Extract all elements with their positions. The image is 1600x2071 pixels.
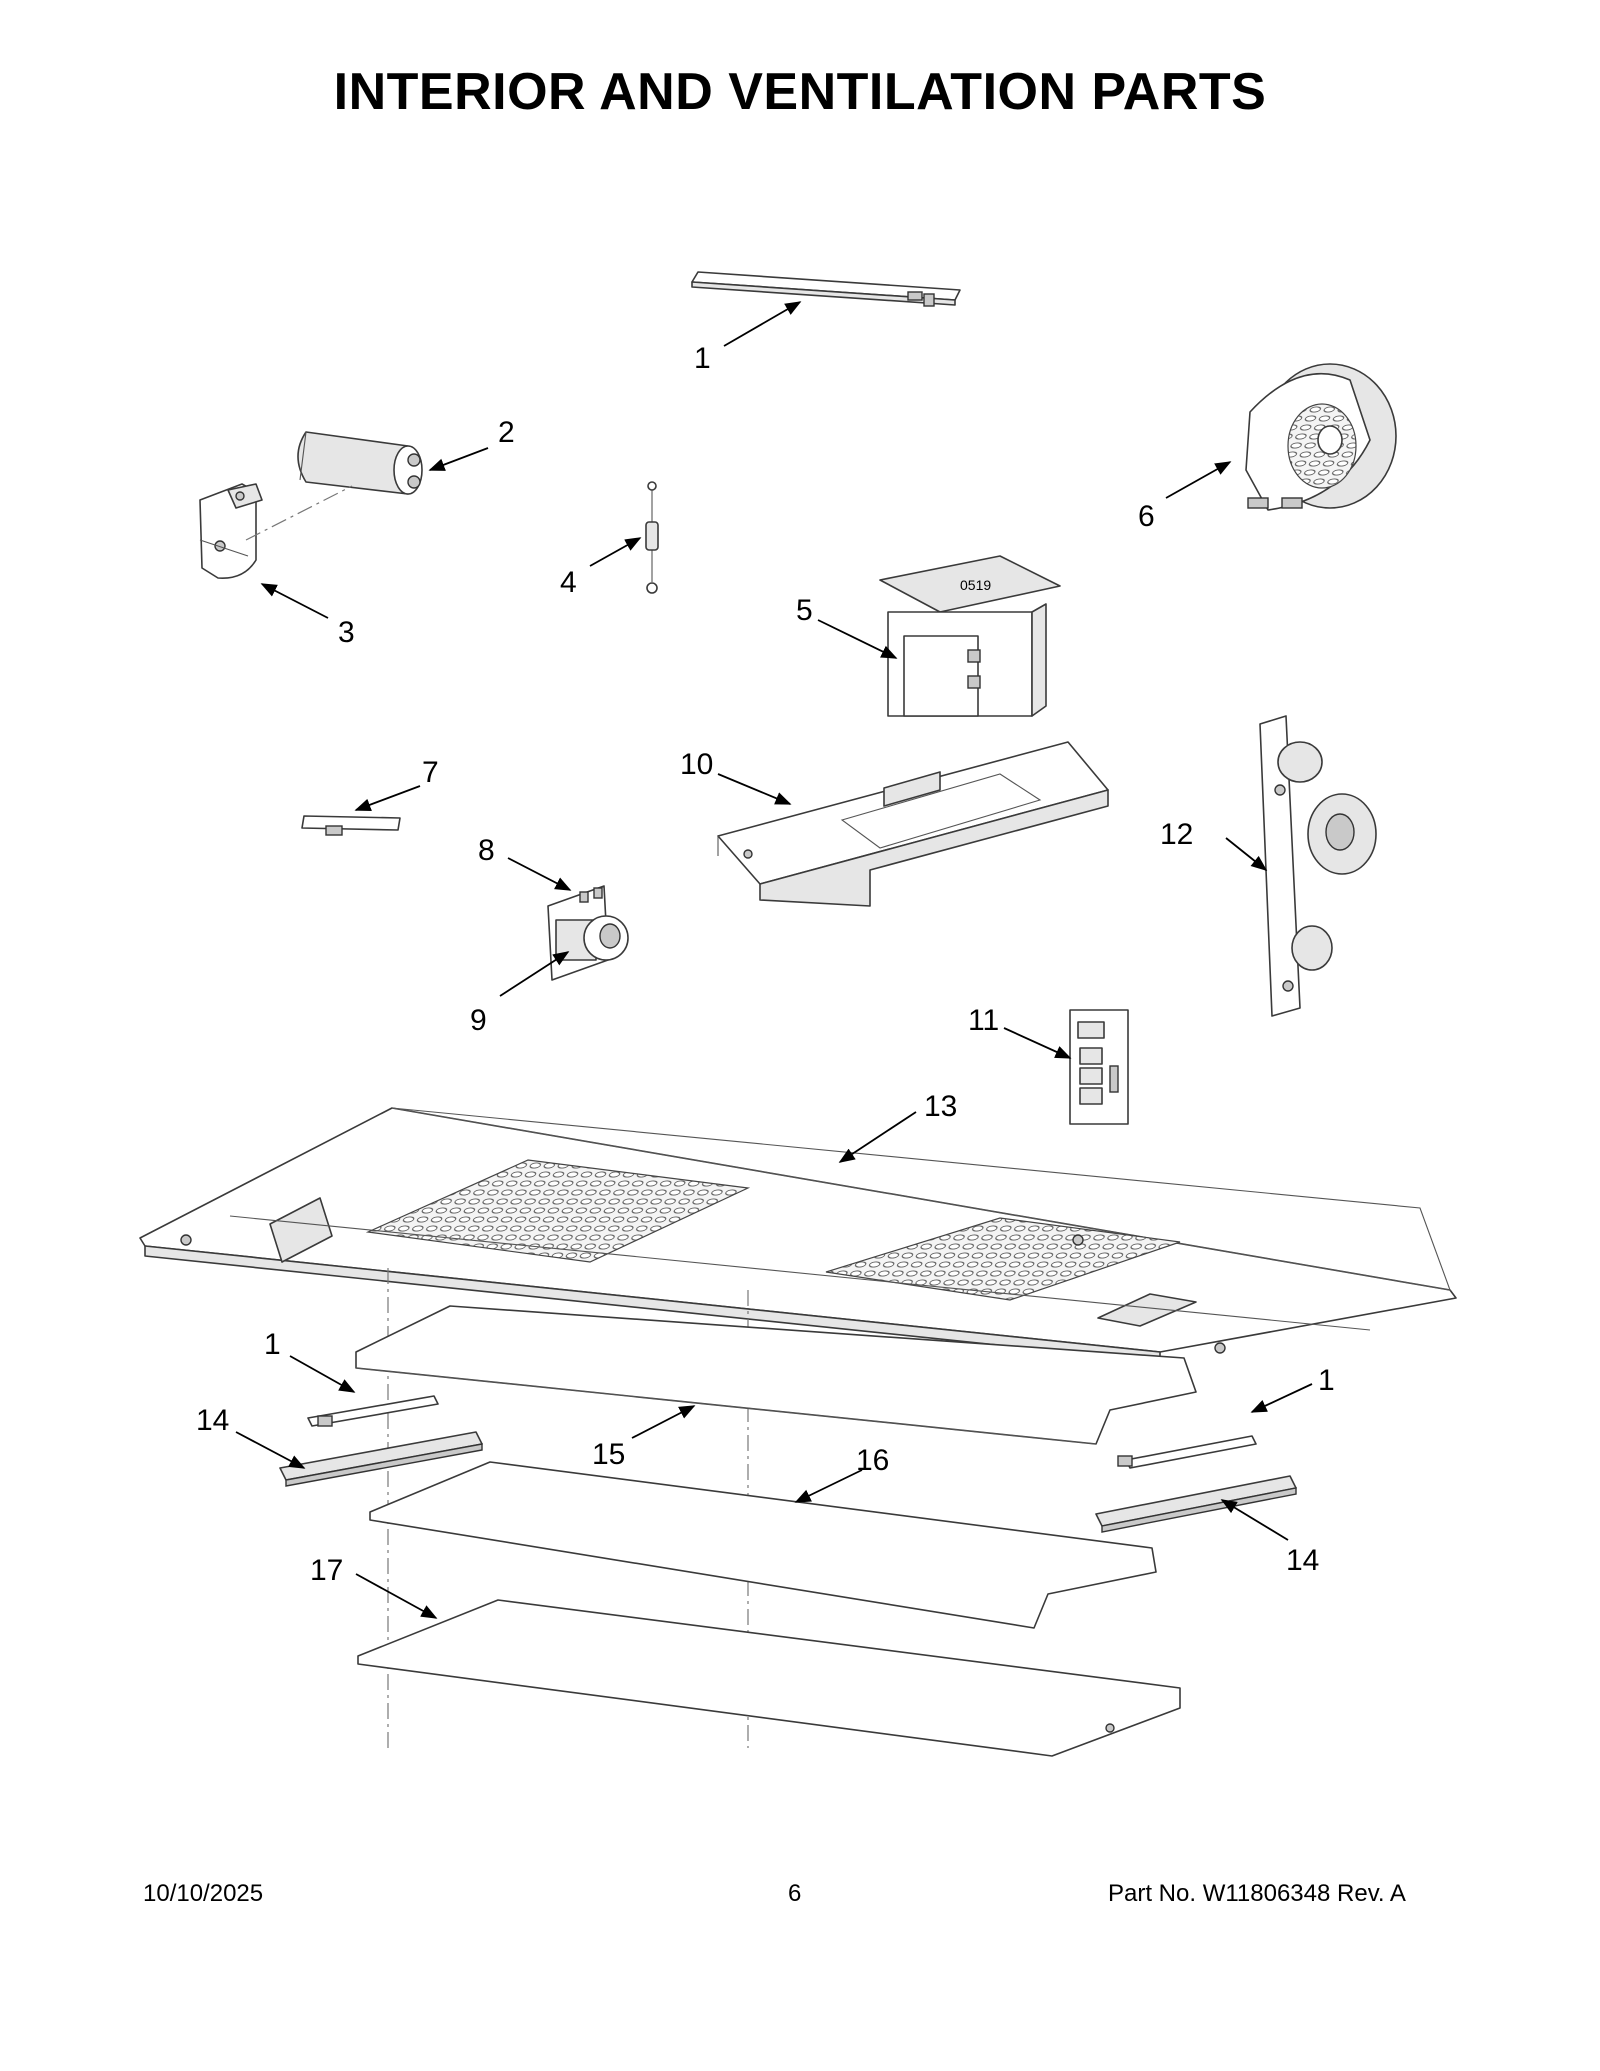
part-14-right-plate — [1095, 1475, 1297, 1533]
part-6-blower — [1245, 363, 1397, 511]
callout-16: 16 — [856, 1444, 889, 1477]
callout-8: 8 — [478, 834, 495, 867]
part-3-bracket — [199, 483, 353, 579]
callout-10: 10 — [680, 748, 713, 781]
part-17-sheet — [357, 1599, 1181, 1757]
callout-labels: 1 2 3 4 5 6 7 8 9 10 11 12 13 1 14 15 16… — [196, 342, 1335, 1587]
callout-6: 6 — [1138, 500, 1155, 533]
callout-3: 3 — [338, 616, 355, 649]
callout-1-top: 1 — [694, 342, 711, 375]
footer-page-number: 6 — [788, 1880, 802, 1907]
part-1-right-strip — [1117, 1435, 1257, 1469]
svg-text:0519: 0519 — [960, 577, 991, 593]
part-7-sensor — [301, 815, 401, 836]
part-13-frame — [139, 1107, 1457, 1748]
callout-5: 5 — [796, 594, 813, 627]
callout-9: 9 — [470, 1004, 487, 1037]
footer-part-number: Part No. W11806348 Rev. A — [1108, 1880, 1406, 1907]
footer-date: 10/10/2025 — [143, 1880, 264, 1907]
callout-13: 13 — [924, 1090, 957, 1123]
callout-4: 4 — [560, 566, 577, 599]
part-15-sheet — [355, 1305, 1197, 1445]
part-10-base-plate — [717, 741, 1109, 907]
part-2-capacitor — [297, 431, 423, 495]
callout-14-right: 14 — [1286, 1544, 1319, 1577]
page-title: INTERIOR AND VENTILATION PARTS — [333, 63, 1267, 121]
callout-17: 17 — [310, 1554, 343, 1587]
part-1-top-strip — [691, 271, 961, 307]
callout-14-left: 14 — [196, 1404, 229, 1437]
part-12-switch-bracket — [1259, 715, 1377, 1017]
callout-7: 7 — [422, 756, 439, 789]
part-1-left-strip — [307, 1395, 439, 1427]
callout-11: 11 — [968, 1004, 999, 1037]
callout-1-right: 1 — [1318, 1364, 1335, 1397]
callout-2: 2 — [498, 416, 515, 449]
part-5-transformer: 0519 — [879, 555, 1061, 717]
part-11-control-board — [1069, 1009, 1129, 1125]
part-14-left-plate — [279, 1431, 483, 1487]
part-16-sheet — [369, 1461, 1157, 1629]
leader-lines — [235, 301, 1313, 1619]
part-4-diode — [645, 481, 659, 594]
callout-1-left: 1 — [264, 1328, 281, 1361]
callout-12: 12 — [1160, 818, 1193, 851]
callout-15: 15 — [592, 1438, 625, 1471]
